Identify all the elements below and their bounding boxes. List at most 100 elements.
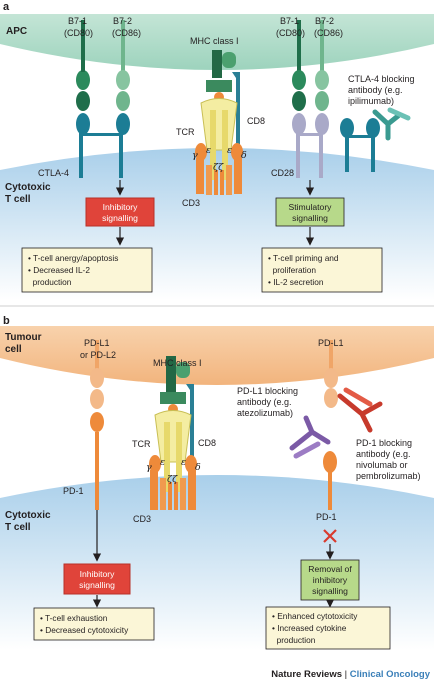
inhibitory-box-a [85, 197, 155, 227]
outcome-a-left-1: • T-cell anergy/apoptosis [28, 253, 118, 263]
pd1-blocker-label-4: pembrolizumab) [356, 471, 421, 481]
b7-1-left [76, 20, 90, 111]
pd1-left-label: PD-1 [63, 486, 84, 496]
credit-line: Nature Reviews | Clinical Oncology [271, 669, 430, 680]
ctla4-blocker-label-3: ipilimumab) [348, 96, 394, 106]
removal-box-line3: signalling [312, 586, 348, 596]
stimulatory-box-a [275, 197, 345, 227]
outcome-a-left-2: • Decreased IL-2 [28, 265, 90, 275]
inhibitory-box-a-line2: signalling [102, 213, 138, 223]
panel-b: b Tumour cell Cytotoxic T cell PD-L1 or … [0, 315, 434, 650]
mhc-label-b: MHC class I [153, 358, 202, 368]
credit-section: Clinical Oncology [350, 669, 431, 680]
pdl1-blocker-label-2: antibody (e.g. [237, 397, 292, 407]
panel-a: a APC Cytotoxic T cell B7-1 (CD80) B7-2 … [0, 1, 434, 300]
pd1-right [323, 451, 337, 510]
outcome-a-right-1: • T-cell priming and [268, 253, 339, 263]
gamma-b: γ [146, 462, 152, 473]
b7-1-label-right: B7-1 [280, 16, 299, 26]
pdl1-blocker-label-3: atezolizumab) [237, 408, 293, 418]
removal-box-line2: inhibitory [313, 575, 348, 585]
blocked-x-icon [323, 529, 337, 543]
delta-b: δ [195, 462, 201, 473]
tcr-cd3-complex-a [195, 98, 243, 195]
b7-right [292, 20, 329, 111]
cd8-label-b: CD8 [198, 438, 216, 448]
tcell-label-a-2: T cell [5, 194, 31, 205]
outcome-b-right-1: • Enhanced cytotoxicity [272, 611, 358, 621]
outcome-b-left-1: • T-cell exhaustion [40, 613, 108, 623]
pdl1-blocking-antibody [289, 415, 331, 459]
pdl1-left-label-2: or PD-L2 [80, 350, 116, 360]
zeta-a: ζζ [213, 162, 224, 173]
epsilon-b-1: ε [160, 457, 165, 468]
outcome-b-left-2: • Decreased cytotoxicity [40, 625, 129, 635]
cd28-label: CD28 [271, 168, 294, 178]
panel-a-letter: a [3, 1, 10, 13]
removal-box-line1: Removal of [308, 564, 352, 574]
pd1-right-label: PD-1 [316, 512, 337, 522]
ctla4-blocker-label-1: CTLA-4 blocking [348, 74, 415, 84]
b7-2-left [116, 20, 130, 111]
b7-2-sub-right: (CD86) [314, 28, 343, 38]
inhibitory-box-b [63, 563, 131, 595]
outcome-a-right-2: proliferation [268, 265, 316, 275]
pdl1-left-label-1: PD-L1 [84, 338, 110, 348]
epsilon-a-2: ε [227, 145, 232, 156]
inhibitory-box-a-line1: Inhibitory [103, 202, 139, 212]
b7-1-sub-left: (CD80) [64, 28, 93, 38]
tumour-membrane [0, 326, 434, 385]
inhibitory-box-b-line2: signalling [79, 580, 115, 590]
pd1-blocker-label-2: antibody (e.g. [356, 449, 411, 459]
outcome-box-a-right [261, 247, 383, 293]
ctla4-blocking-antibody [340, 107, 411, 172]
zeta-b: ζζ [167, 474, 178, 485]
tcell-label-a-1: Cytotoxic [5, 182, 51, 193]
stimulatory-box-a-line1: Stimulatory [289, 202, 333, 212]
pdl1-right-label: PD-L1 [318, 338, 344, 348]
tcell-membrane-b [0, 475, 434, 650]
removal-box-b [300, 559, 360, 601]
pdl1-right [324, 340, 338, 408]
epsilon-a-1: ε [206, 145, 211, 156]
cd3-label-b: CD3 [133, 514, 151, 524]
delta-a: δ [241, 150, 247, 161]
pd1-blocker-label-3: nivolumab or [356, 460, 408, 470]
outcome-a-left-3: production [28, 277, 72, 287]
credit-separator: | [342, 669, 350, 680]
outcome-box-b-left [33, 607, 155, 641]
b7-2-label-left: B7-2 [113, 16, 132, 26]
tcr-label-a: TCR [176, 127, 195, 137]
credit-journal: Nature Reviews [271, 669, 342, 680]
pd1-blocking-antibody [337, 387, 383, 433]
ctla4-label: CTLA-4 [38, 168, 69, 178]
tumour-label-1: Tumour [5, 332, 42, 343]
cd28-receptor [292, 113, 329, 178]
cd3-label-a: CD3 [182, 198, 200, 208]
mhc-label-a: MHC class I [190, 36, 239, 46]
b7-1-sub-right: (CD80) [276, 28, 305, 38]
outcome-a-right-3: • IL-2 secretion [268, 277, 324, 287]
tcell-label-b-2: T cell [5, 522, 31, 533]
inhibitory-box-b-line1: Inhibitory [80, 569, 116, 579]
epsilon-b-2: ε [181, 457, 186, 468]
b7-1-label-left: B7-1 [68, 16, 87, 26]
apc-membrane [0, 14, 434, 70]
pd1-left-stalk [95, 432, 99, 510]
b7-2-sub-left: (CD86) [112, 28, 141, 38]
tcell-label-b-1: Cytotoxic [5, 510, 51, 521]
tcr-cd3-complex-b [149, 410, 197, 510]
pdl1-left [90, 340, 104, 432]
b7-2-label-right: B7-2 [315, 16, 334, 26]
tcr-label-b: TCR [132, 439, 151, 449]
ctla4-receptor [76, 113, 130, 178]
outcome-box-a-left [21, 247, 153, 293]
panel-b-letter: b [3, 315, 10, 327]
tumour-label-2: cell [5, 344, 22, 355]
cd8-label-a: CD8 [247, 116, 265, 126]
outcome-box-b-right [265, 606, 391, 650]
outcome-b-right-3: production [272, 635, 316, 645]
stimulatory-box-a-line2: signalling [292, 213, 328, 223]
gamma-a: γ [192, 150, 198, 161]
